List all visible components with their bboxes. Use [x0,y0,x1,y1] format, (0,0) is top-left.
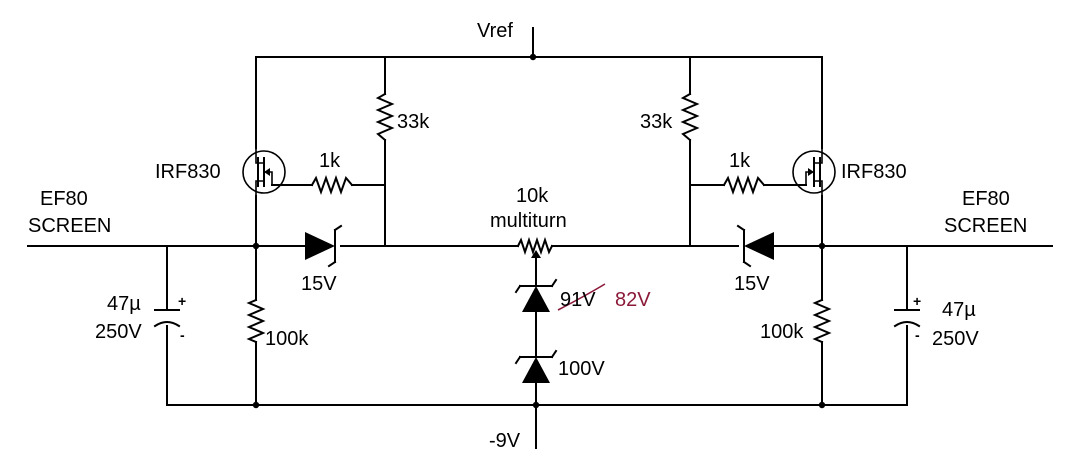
strikethrough-mark [557,283,606,311]
left-cap-value-label: 47µ [107,293,141,315]
right-cap-voltage-label: 250V [932,328,979,350]
junction-dots [252,53,826,409]
pot-label-value: 10k [516,185,549,207]
neg9v-label: -9V [489,430,521,452]
potentiometer [516,236,554,256]
left-zener-diode [305,224,343,268]
left-pulldown-resistor [246,298,266,344]
left-drain-resistor [375,92,395,142]
left-gate-resistor-label: 1k [319,150,341,172]
left-output-label-1: EF80 [40,188,88,210]
right-cap-value-label: 47µ [942,299,976,321]
right-cap-plus: + [913,293,921,309]
pot-label-type: multiturn [490,210,567,232]
right-drain-resistor-label: 33k [640,111,673,133]
right-mosfet-symbol [792,148,836,196]
left-drain-resistor-label: 33k [397,111,430,133]
left-output-label-2: SCREEN [28,215,111,237]
left-cap-plus: + [178,293,186,309]
bottom-zener-diode [514,349,558,383]
right-pulldown-label: 100k [760,321,804,343]
mid-zener-new-label: 82V [615,289,651,311]
mid-zener-diode [514,278,558,312]
left-cap-minus: - [180,327,185,343]
left-gate-resistor [310,175,354,195]
vref-label: Vref [477,20,513,42]
left-mosfet-label: IRF830 [155,161,221,183]
pot-wiper-arrow [531,250,541,258]
right-output-label-2: SCREEN [944,215,1027,237]
bottom-zener-label: 100V [558,358,605,380]
right-zener-diode [736,224,774,268]
right-output-label-1: EF80 [962,188,1010,210]
right-gate-resistor [722,175,766,195]
right-zener-label: 15V [734,273,770,295]
left-capacitor [153,309,181,328]
left-zener-label: 15V [301,273,337,295]
left-mosfet-symbol [242,148,286,196]
left-cap-voltage-label: 250V [95,321,142,343]
wires [27,27,1053,449]
right-gate-resistor-label: 1k [729,150,751,172]
right-cap-minus: - [915,327,920,343]
right-pulldown-resistor [812,298,832,344]
mid-zener-old-label: 91V [560,289,596,311]
left-pulldown-label: 100k [265,328,309,350]
right-drain-resistor [680,92,700,142]
right-capacitor [893,309,921,328]
right-mosfet-label: IRF830 [841,161,907,183]
